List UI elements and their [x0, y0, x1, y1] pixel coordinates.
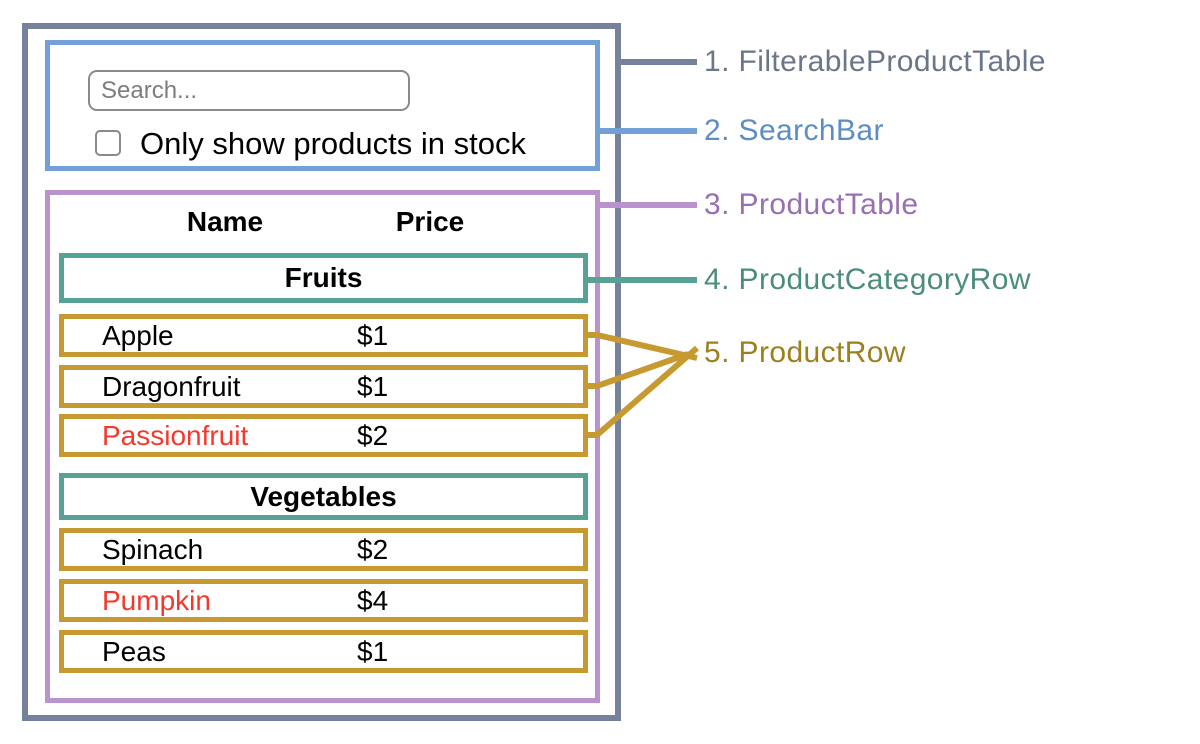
product-row-spinach: Spinach $2: [59, 528, 588, 571]
product-price: $1: [357, 635, 389, 667]
product-price: $1: [357, 319, 389, 351]
product-name: Apple: [102, 319, 174, 351]
search-input[interactable]: [88, 70, 410, 111]
product-name: Pumpkin: [102, 584, 211, 616]
product-name: Dragonfruit: [102, 370, 241, 402]
category-row-fruits: Fruits: [59, 253, 588, 303]
legend-search-bar: 2. SearchBar: [704, 114, 884, 147]
product-row-peas: Peas $1: [59, 630, 588, 673]
product-price: $2: [357, 419, 389, 451]
category-label: Fruits: [284, 262, 363, 293]
in-stock-checkbox-label: Only show products in stock: [140, 126, 526, 161]
product-name: Passionfruit: [102, 419, 249, 451]
legend-product-category-row: 4. ProductCategoryRow: [704, 263, 1031, 296]
category-label: Vegetables: [250, 480, 397, 512]
column-header-name: Name: [186, 206, 264, 237]
in-stock-checkbox[interactable]: [95, 130, 121, 156]
product-row-dragonfruit: Dragonfruit $1: [59, 365, 588, 408]
product-row-apple: Apple $1: [59, 314, 588, 357]
product-row-passionfruit: Passionfruit $2: [59, 414, 588, 457]
product-row-pumpkin: Pumpkin $4: [59, 579, 588, 622]
legend-product-table: 3. ProductTable: [704, 188, 919, 221]
product-price: $4: [357, 584, 389, 616]
product-name: Spinach: [102, 533, 204, 565]
column-header-price: Price: [395, 206, 465, 237]
category-row-vegetables: Vegetables: [59, 473, 588, 520]
product-price: $2: [357, 533, 389, 565]
legend-filterable-product-table: 1. FilterableProductTable: [704, 45, 1046, 78]
legend-product-row: 5. ProductRow: [704, 336, 906, 369]
product-name: Peas: [102, 635, 166, 667]
product-price: $1: [357, 370, 389, 402]
